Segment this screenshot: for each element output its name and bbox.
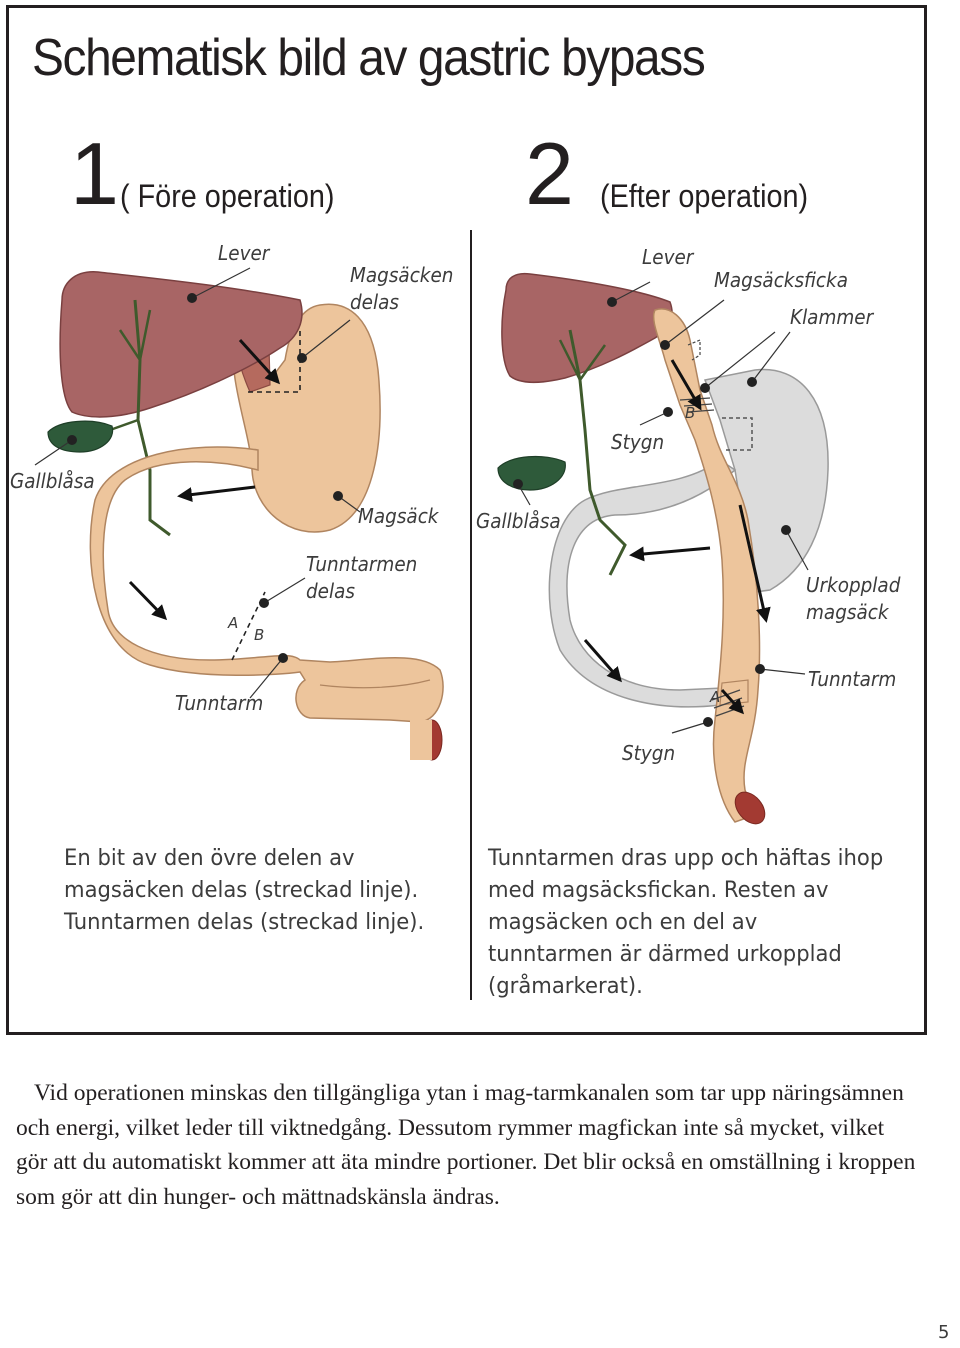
small-intestine-shape — [89, 446, 444, 723]
panel-after-art — [497, 272, 829, 825]
bypassed-stomach-shape — [703, 368, 829, 593]
label-point-a: A — [228, 614, 239, 632]
label-liver: Lever — [218, 241, 270, 265]
label-gallbladder: Gallblåsa — [10, 469, 95, 493]
gallbladder-shape — [47, 420, 114, 453]
label-point-a-after: A — [710, 688, 721, 706]
panel-after-number: 2 — [525, 124, 574, 223]
panel-before-stage: ( Före operation) — [120, 178, 335, 214]
caption-before: En bit av den övre delen av magsäcken de… — [64, 846, 425, 935]
gallbladder-shape-after — [497, 455, 566, 491]
label-suture-bottom: Stygn — [622, 741, 676, 765]
label-stomach: Magsäck — [358, 504, 439, 528]
panel-before-number: 1 — [70, 124, 119, 223]
label-pouch: Magsäcksficka — [714, 268, 848, 292]
body-paragraph: Vid operationen minskas den tillgängliga… — [16, 1080, 916, 1210]
panel-after-stage: (Efter operation) — [600, 178, 809, 214]
liver-shape-after — [501, 272, 673, 383]
label-intestine-cut: Tunntarmen delas — [306, 552, 418, 603]
label-stomach-cut: Magsäcken delas — [350, 263, 454, 314]
label-gallbladder-after: Gallblåsa — [476, 509, 561, 533]
label-point-b-after: B — [685, 404, 696, 422]
page-number: 5 — [938, 1322, 950, 1343]
caption-after: Tunntarmen dras upp och häftas ihop med … — [488, 846, 884, 999]
panel-divider — [470, 230, 472, 1000]
panel-before-art — [34, 267, 444, 761]
label-intestine: Tunntarm — [175, 691, 264, 715]
label-intestine-after: Tunntarm — [808, 667, 897, 691]
liver-shape — [59, 271, 303, 418]
label-liver-after: Lever — [642, 245, 694, 269]
page-title: Schematisk bild av gastric bypass — [32, 29, 706, 87]
label-point-b: B — [254, 626, 265, 644]
bypassed-duodenum-shape — [548, 459, 737, 708]
label-bypassed-stomach: Urkopplad magsäck — [806, 573, 901, 624]
label-suture-top: Stygn — [611, 430, 665, 454]
figure-frame — [6, 5, 927, 1035]
label-staples: Klammer — [790, 305, 874, 329]
